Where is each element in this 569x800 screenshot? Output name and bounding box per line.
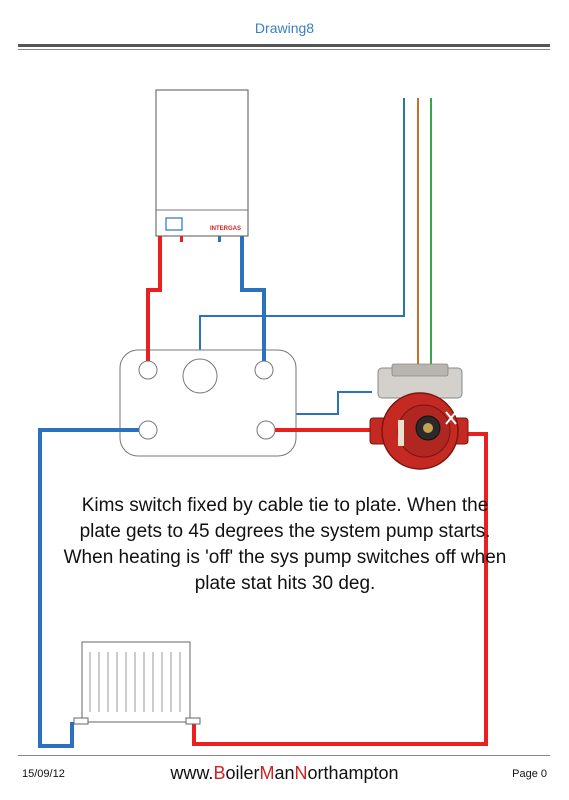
footer-page-number: Page 0: [512, 768, 547, 780]
plate-port-bottom-right: [256, 420, 276, 440]
flow-pipe-pump-to-radiator: [192, 432, 488, 746]
boiler-brand-label: INTERGAS: [210, 226, 241, 232]
boiler-connection-blue: [240, 236, 244, 244]
site-part-oiler: oiler: [225, 763, 260, 783]
footer-rule: [18, 755, 550, 756]
boiler: INTERGAS: [155, 89, 249, 244]
plate-body: [119, 349, 297, 457]
pipework: [38, 244, 488, 748]
boiler-display: [165, 217, 183, 231]
radiator: [73, 641, 201, 725]
boiler-connection-blue-small: [218, 236, 221, 242]
header-rule-thin: [18, 49, 550, 50]
pump-terminal-cover: [391, 363, 449, 377]
site-part-orthampton: orthampton: [307, 763, 399, 783]
boiler-connection-red-small: [180, 236, 183, 242]
header-rule: [18, 44, 550, 47]
return-pipe-radiator-to-plate: [38, 428, 139, 748]
pump-dial-center: [423, 423, 433, 433]
footer-date: 15/09/12: [22, 768, 65, 780]
footer-website: www.BoilerManNorthampton: [0, 763, 569, 784]
radiator-valve-left: [73, 717, 89, 725]
plate-heat-exchanger: [119, 349, 297, 457]
plate-port-top-right: [254, 360, 274, 380]
pump-label-strip: [398, 420, 404, 446]
pump-logo-x: [445, 411, 457, 425]
site-letter-n: N: [294, 763, 308, 783]
plate-port-top-left: [138, 360, 158, 380]
flow-pipe-boiler-to-plate: [146, 244, 162, 361]
radiator-body: [81, 641, 191, 723]
site-letter-b: B: [213, 763, 226, 783]
page-title: Drawing8: [254, 20, 315, 36]
plate-stat-sensor: [182, 358, 218, 394]
return-pipe-boiler-to-plate: [240, 244, 266, 361]
plate-port-bottom-left: [138, 420, 158, 440]
site-letter-m: M: [259, 763, 275, 783]
explanation-note: Kims switch fixed by cable tie to plate.…: [63, 495, 507, 594]
site-prefix: www.: [170, 763, 214, 783]
site-part-an: an: [274, 763, 295, 783]
system-pump: [369, 363, 469, 470]
boiler-connection-red: [158, 236, 162, 244]
radiator-valve-right: [185, 717, 201, 725]
boiler-body: [155, 89, 249, 237]
